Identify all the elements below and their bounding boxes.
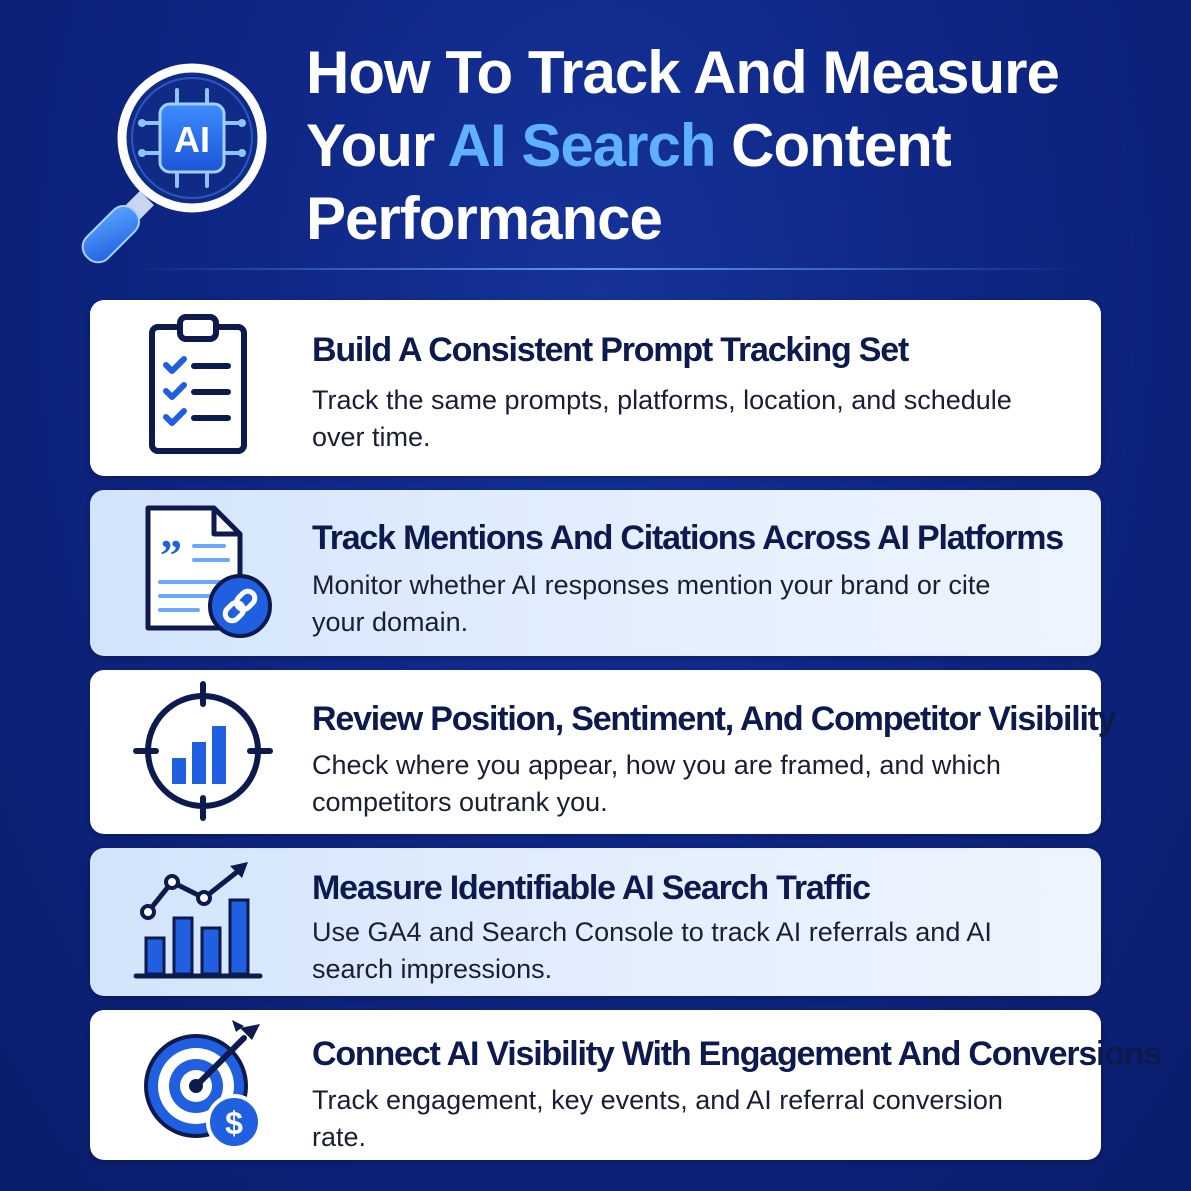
card-mentions-citations: ” Track Mentions And Citations Across AI… [90,490,1101,656]
card-title: Build A Consistent Prompt Tracking Set [312,331,909,369]
title-content: Content [715,112,952,179]
magnifier-ai-chip-icon: AI [81,63,267,264]
card-description: Track the same prompts, platforms, locat… [312,385,1012,452]
card-description: Track engagement, key events, and AI ref… [312,1085,1003,1152]
title-your: Your [306,112,448,179]
card-position-sentiment: Review Position, Sentiment, And Competit… [90,670,1117,834]
crosshair-bar-chart-icon [133,681,273,821]
dollar-sign-text: $ [225,1105,243,1141]
card-title: Connect AI Visibility With Engagement An… [312,1035,1162,1073]
card-engagement-conversions: $ Connect AI Visibility With Engagement … [90,1010,1162,1160]
card-description: Use GA4 and Search Console to track AI r… [312,917,992,984]
growth-chart-icon [133,862,263,979]
card-title: Track Mentions And Citations Across AI P… [312,519,1064,557]
clipboard-checklist-icon [149,314,247,454]
quote-mark-text: ” [160,531,182,580]
card-description: Monitor whether AI responses mention you… [312,570,991,637]
card-title: Review Position, Sentiment, And Competit… [312,700,1117,738]
title-line-3: Performance [306,185,663,252]
header: AI How To Track And Measure Your AI Sear… [0,0,1191,280]
card-description: Check where you appear, how you are fram… [312,750,1001,817]
card-title: Measure Identifiable AI Search Traffic [312,869,871,907]
page-title: How To Track And Measure Your AI Search … [306,36,1166,255]
title-accent: AI Search [447,112,717,179]
card-ai-search-traffic: Measure Identifiable AI Search Traffic U… [90,848,1101,996]
document-quote-link-icon: ” [145,505,272,638]
card-prompt-tracking: Build A Consistent Prompt Tracking Set T… [90,300,1101,476]
header-divider [130,268,1080,270]
title-line-1: How To Track And Measure [306,39,1060,106]
logo-ai-text: AI [174,119,210,160]
target-dollar-icon: $ [144,1020,262,1150]
